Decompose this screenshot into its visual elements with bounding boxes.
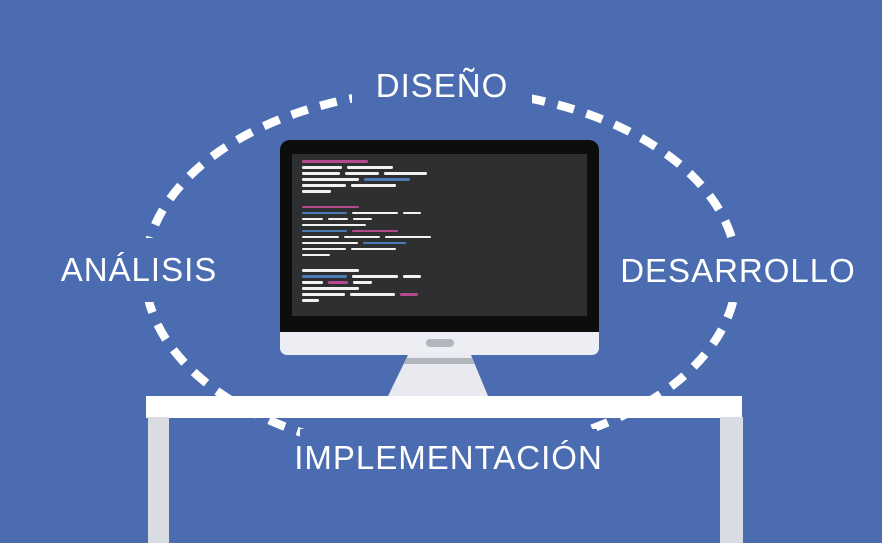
code-segment-white	[353, 281, 372, 284]
code-segment-white	[302, 178, 359, 181]
label-analisis-text: ANÁLISIS	[60, 251, 218, 288]
code-segment-white	[302, 184, 346, 187]
code-segment-white	[302, 293, 345, 296]
code-segment-white	[302, 241, 358, 244]
code-segment-white	[302, 247, 346, 250]
code-segment-white	[302, 287, 359, 290]
monitor-screen	[292, 154, 587, 316]
code-line	[302, 293, 587, 296]
code-segment-white	[302, 217, 323, 220]
code-block	[302, 269, 587, 302]
code-segment-white	[302, 172, 340, 175]
code-segment-pink	[400, 293, 418, 296]
code-segment-white	[328, 217, 348, 220]
label-diseno-text: DISEÑO	[375, 67, 509, 104]
label-implementacion-text: IMPLEMENTACIÓN	[294, 439, 603, 476]
code-segment-pink	[352, 229, 398, 232]
label-analisis: ANÁLISIS	[56, 238, 222, 302]
code-line	[302, 253, 587, 256]
code-line	[302, 160, 587, 163]
code-line	[302, 229, 587, 232]
label-desarrollo-text: DESARROLLO	[620, 252, 856, 289]
code-segment-pink	[302, 160, 368, 163]
code-segment-blue	[302, 229, 347, 232]
code-segment-white	[302, 269, 359, 272]
code-block	[302, 160, 587, 193]
code-segment-white	[353, 217, 372, 220]
code-segment-blue	[302, 275, 347, 278]
code-line	[302, 172, 587, 175]
code-segment-white	[351, 184, 396, 187]
code-segment-blue	[363, 241, 406, 244]
label-implementacion: IMPLEMENTACIÓN	[294, 429, 602, 487]
code-segment-pink	[302, 205, 359, 208]
code-segment-white	[302, 299, 319, 302]
code-segment-white	[351, 247, 396, 250]
desk-leg-left	[148, 417, 169, 543]
label-diseno: DISEÑO	[352, 55, 532, 117]
code-segment-white	[302, 166, 342, 169]
code-segment-white	[350, 293, 395, 296]
code-block	[302, 205, 587, 256]
code-segment-white	[302, 223, 366, 226]
label-desarrollo: DESARROLLO	[620, 240, 855, 302]
code-segment-white	[352, 275, 398, 278]
code-line	[302, 235, 587, 238]
code-segment-white	[302, 253, 330, 256]
code-segment-white	[384, 172, 427, 175]
code-line	[302, 205, 587, 208]
code-line	[302, 166, 587, 169]
code-segment-white	[302, 190, 331, 193]
monitor-bezel	[280, 140, 599, 332]
code-line	[302, 269, 587, 272]
code-segment-blue	[302, 211, 347, 214]
code-segment-white	[345, 172, 379, 175]
code-segment-white	[302, 281, 323, 284]
code-segment-white	[385, 235, 431, 238]
code-segment-white	[352, 211, 398, 214]
code-line	[302, 281, 587, 284]
code-line	[302, 241, 587, 244]
code-segment-blue	[364, 178, 410, 181]
code-segment-white	[302, 235, 339, 238]
code-line	[302, 190, 587, 193]
code-line	[302, 287, 587, 290]
desk-top	[146, 396, 742, 418]
code-line	[302, 223, 587, 226]
code-line	[302, 178, 587, 181]
code-line	[302, 299, 587, 302]
code-line	[302, 217, 587, 220]
code-segment-white	[344, 235, 380, 238]
code-line	[302, 247, 587, 250]
code-line	[302, 184, 587, 187]
code-segment-white	[403, 211, 421, 214]
code-segment-white	[347, 166, 393, 169]
code-segment-white	[403, 275, 421, 278]
code-segment-pink	[328, 281, 348, 284]
code-line	[302, 211, 587, 214]
monitor-logo-pill	[425, 339, 454, 347]
monitor-chin	[280, 332, 599, 355]
monitor-stand-band	[388, 358, 488, 364]
code-line	[302, 275, 587, 278]
desk-leg-right	[720, 417, 743, 543]
